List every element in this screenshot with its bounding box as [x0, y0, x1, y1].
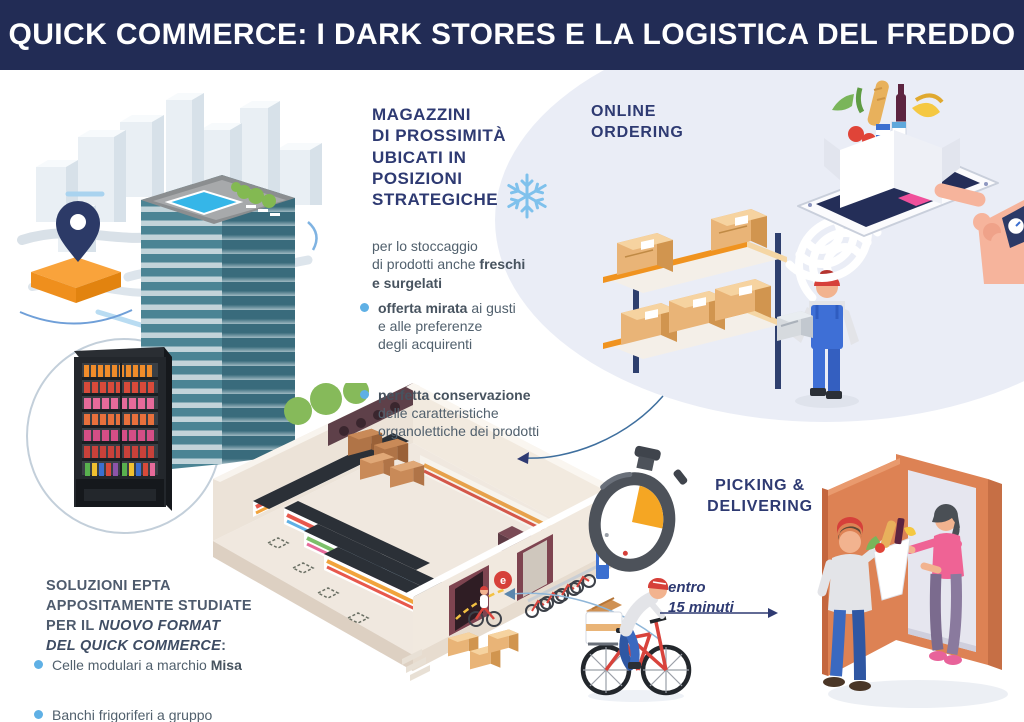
- soluzioni-bullets: Celle modulari a marchio Misa Banchi fri…: [34, 638, 314, 722]
- bike-rack: [525, 563, 601, 618]
- tapping-hand: [934, 183, 1024, 284]
- magazzini-bullets: offerta mirata ai gusti e alle preferenz…: [360, 281, 580, 472]
- magazzini-subtext-plain: per lo stoccaggio di prodotti anche: [372, 238, 478, 273]
- picking-delivering-label: PICKING & DELIVERING: [707, 477, 813, 515]
- connector-arrow-to-store: [517, 395, 664, 464]
- floor-markers: [266, 537, 370, 624]
- gondola-shelves: [284, 501, 470, 632]
- stock-boxes: [348, 428, 425, 488]
- grocery-box: [824, 80, 960, 208]
- bullet-dot-icon: [360, 389, 369, 399]
- magazzini-subtext: per lo stoccaggio di prodotti anche fres…: [372, 219, 582, 292]
- magazzini-subtext-bold: freschi e surgelati: [372, 256, 526, 291]
- storefront: e: [402, 489, 613, 681]
- small-cyclist: [468, 586, 502, 627]
- magazzini-heading: MAGAZZINI DI PROSSIMITÀ UBICATI IN POSIZ…: [372, 105, 507, 209]
- bullet-dot-icon: [34, 660, 43, 669]
- woman-recipient: [896, 504, 964, 665]
- warehouse-worker: [777, 270, 859, 408]
- soluzioni-intro-plain: SOLUZIONI EPTA APPOSITAMENTE STUDIATE PE…: [46, 578, 252, 634]
- list-item: perfetta conservazione delle caratterist…: [360, 386, 580, 441]
- door-delivery-illustration: [817, 454, 1008, 708]
- phone-ordering-illustration: [785, 80, 1024, 284]
- snowflake-icon: [507, 173, 547, 219]
- timer-arrow: [660, 608, 778, 618]
- wristwatch: [1002, 206, 1024, 248]
- dark-store-illustration: e: [213, 383, 622, 681]
- guide-path: [455, 587, 507, 620]
- bullet-plain: Celle modulari a marchio: [52, 657, 211, 673]
- list-item: Banchi frigoriferi a gruppo incorporato …: [34, 706, 314, 722]
- ground-boxes: [448, 629, 519, 670]
- cardboard-boxes: [617, 209, 771, 345]
- courier-bicycle-illustration: [580, 577, 692, 702]
- store-logo-sign: [494, 571, 512, 589]
- warehouse-illustration: [603, 209, 882, 408]
- page-title: QUICK COMMERCE: I DARK STORES E LA LOGIS…: [8, 18, 1016, 51]
- skyline-buildings: [36, 93, 322, 252]
- store-logo-letter: e: [500, 575, 506, 587]
- list-item: Celle modulari a marchio Misa: [34, 656, 314, 674]
- store-right-wall: [413, 383, 613, 551]
- fridge-shelves: [82, 363, 158, 476]
- soluzioni-intro-bold: NUOVO FORMAT DEL QUICK COMMERCE: [46, 618, 222, 654]
- bullet-rest: ai gusti e alle preferenze degli acquire…: [378, 300, 516, 353]
- bullet-bold: Misa: [210, 657, 242, 673]
- soluzioni-colon: :: [221, 638, 227, 654]
- online-ordering-label: ONLINE ORDERING: [591, 103, 684, 141]
- decor-arc: [307, 221, 318, 251]
- bullet-bold: offerta mirata: [378, 300, 468, 316]
- bullet-dot-icon: [360, 303, 369, 312]
- fridge-cabinet-illustration: [74, 347, 172, 511]
- stopwatch-icon: [588, 445, 688, 572]
- location-pin-icon: [56, 201, 100, 262]
- bullet-bold: perfetta conservazione: [378, 386, 531, 403]
- delivery-time-label: entro 15 minuti: [668, 579, 734, 617]
- wall-shelf: [253, 433, 409, 517]
- connector-arrow-to-bikes: [504, 588, 661, 641]
- title-bar: QUICK COMMERCE: I DARK STORES E LA LOGIS…: [0, 0, 1024, 70]
- city-illustration: [17, 93, 322, 472]
- carried-box: [777, 311, 813, 341]
- bullet-rest: delle caratteristiche organolettiche dei…: [378, 404, 540, 439]
- bullet-dot-icon: [34, 710, 43, 720]
- delivery-box: [585, 611, 623, 645]
- delivery-man: [817, 517, 916, 691]
- grocery-bag: [866, 517, 916, 601]
- soluzioni-heading: SOLUZIONI EPTA APPOSITAMENTE STUDIATE PE…: [46, 556, 306, 656]
- vent-panel: [328, 383, 413, 446]
- courier: [619, 577, 668, 671]
- list-item: offerta mirata ai gusti e alle preferenz…: [360, 299, 580, 354]
- trees: [284, 383, 369, 425]
- dark-store-marker: [19, 201, 133, 325]
- bullet-plain: Banchi frigoriferi a gruppo incorporato …: [52, 707, 213, 722]
